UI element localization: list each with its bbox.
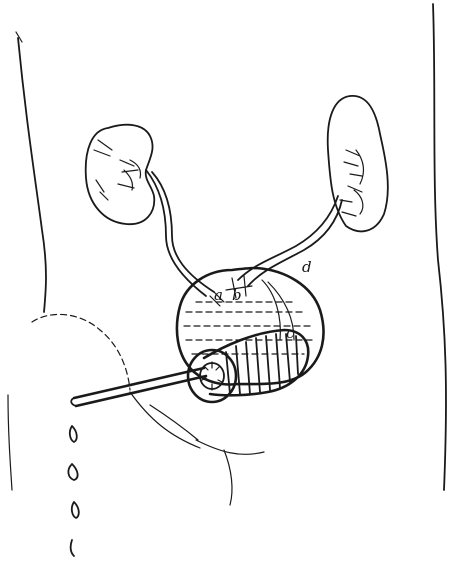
hip-contour	[32, 314, 264, 505]
drip-drops	[68, 426, 78, 556]
label-c: c	[286, 324, 295, 342]
right-kidney	[328, 96, 388, 232]
torso-outline	[8, 4, 446, 490]
ureters	[146, 170, 342, 298]
left-kidney	[86, 125, 155, 224]
reservoir-pouch	[177, 268, 324, 385]
label-d: d	[302, 258, 312, 276]
label-b: b	[232, 286, 242, 304]
label-a: a	[214, 286, 223, 304]
catheter	[71, 368, 206, 406]
